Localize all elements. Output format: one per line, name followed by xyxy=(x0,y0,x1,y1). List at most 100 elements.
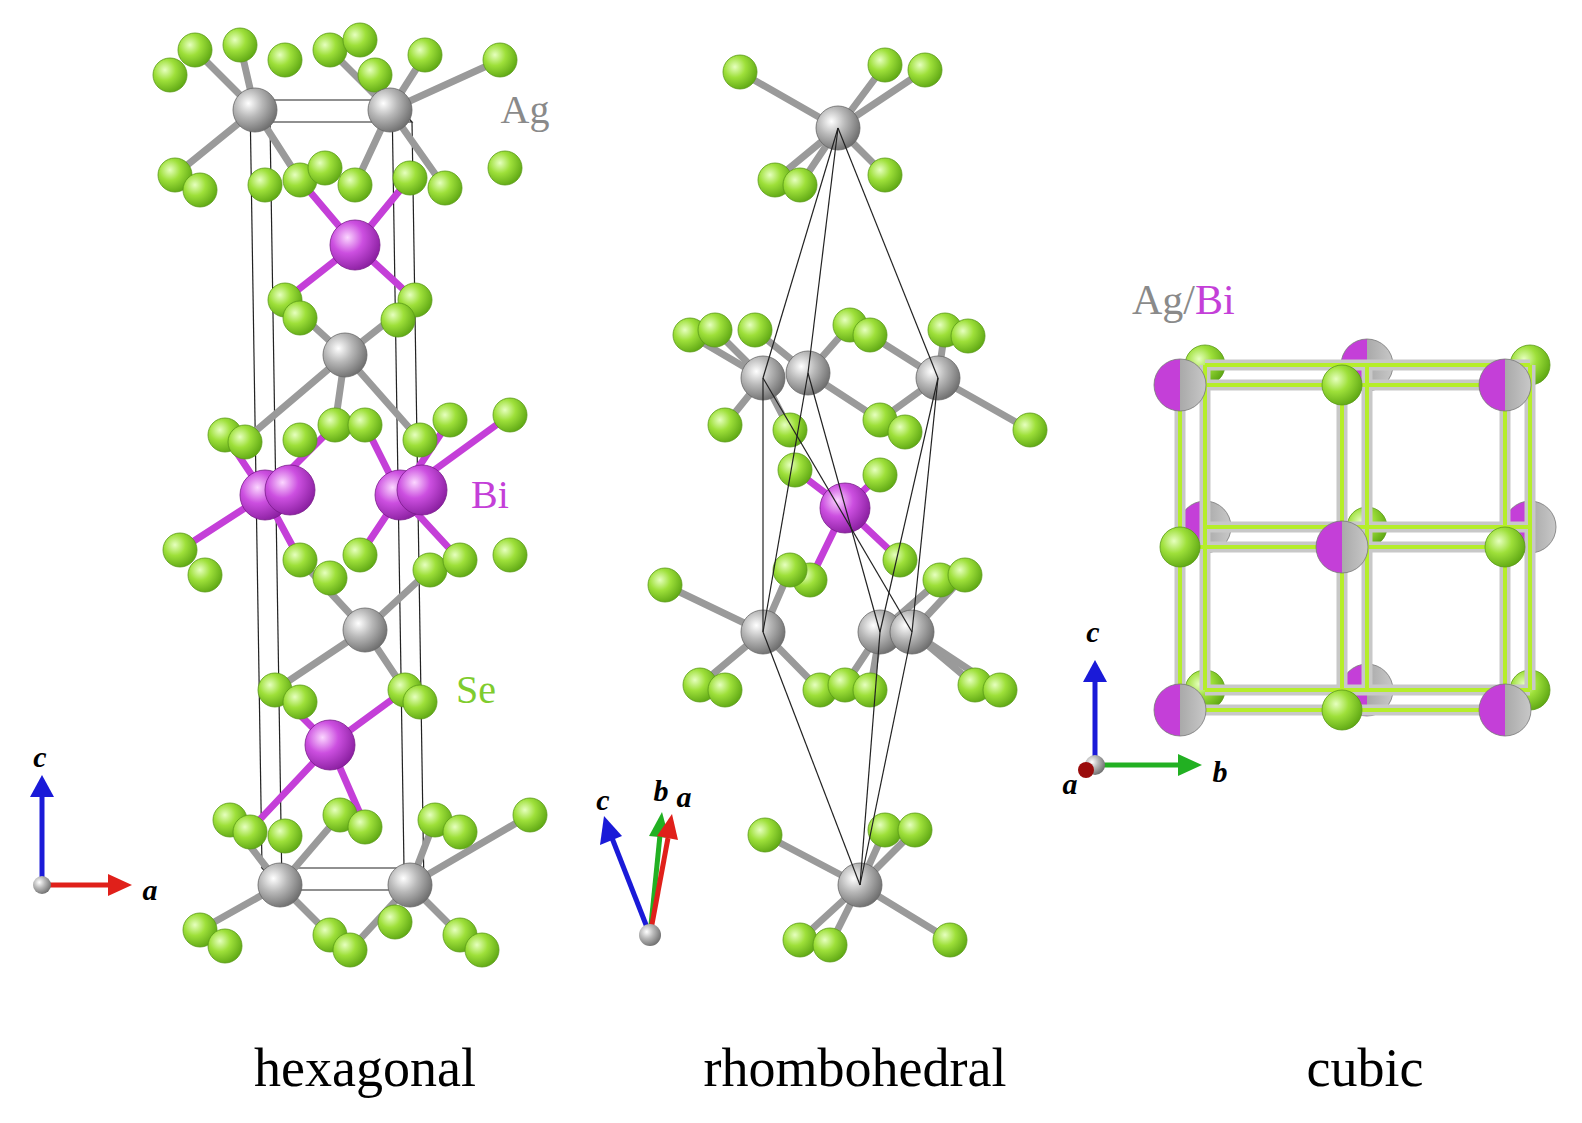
se-atom xyxy=(888,415,922,449)
cubic-rods-part xyxy=(1180,385,1505,710)
se-atom xyxy=(393,161,427,195)
rhombohedral-cell-edges-part xyxy=(808,128,838,373)
se-atom xyxy=(283,543,317,577)
se-atom xyxy=(268,819,302,853)
element-label: Se xyxy=(456,670,496,710)
se-atom xyxy=(708,408,742,442)
rhombohedral-cell-edges-part xyxy=(838,128,938,378)
axis-label: a xyxy=(677,782,692,812)
se2-atom xyxy=(1485,527,1525,567)
se-atom xyxy=(178,33,212,67)
cubic-axes xyxy=(1078,660,1202,778)
se-atom xyxy=(948,558,982,592)
se-atom xyxy=(493,398,527,432)
se-atom xyxy=(493,538,527,572)
se-atom xyxy=(268,43,302,77)
se-atom xyxy=(428,171,462,205)
se-atom xyxy=(378,905,412,939)
structure-caption: cubic xyxy=(1307,1041,1424,1095)
se-atom xyxy=(951,319,985,353)
se-atom xyxy=(308,151,342,185)
se-atom xyxy=(863,458,897,492)
mix-atom xyxy=(1154,359,1206,411)
se-atom xyxy=(283,685,317,719)
rhombohedral-cell-edges-part xyxy=(763,373,808,632)
cubic-axes-part xyxy=(1095,763,1180,768)
se-atom xyxy=(1013,413,1047,447)
se-atom xyxy=(773,413,807,447)
rhombohedral-cell-edges-part xyxy=(880,378,938,632)
se-atom xyxy=(208,929,242,963)
se-atom xyxy=(738,313,772,347)
se-atom xyxy=(483,43,517,77)
se-atom xyxy=(188,558,222,592)
rhombohedral-cell-edges-part xyxy=(763,632,860,885)
rhombohedral-axes-part xyxy=(657,814,678,840)
cubic-axes-part xyxy=(1078,762,1094,778)
se-atom xyxy=(983,673,1017,707)
se-atom xyxy=(163,533,197,567)
se-atom xyxy=(868,158,902,192)
hexagonal-bonds xyxy=(175,45,530,950)
cubic-rods-part xyxy=(1180,365,1530,710)
structure-caption: rhombohedral xyxy=(704,1041,1007,1095)
se-atom xyxy=(348,810,382,844)
ag-atom xyxy=(323,333,367,377)
se-atom xyxy=(783,168,817,202)
se-atom xyxy=(343,23,377,57)
axis-label: c xyxy=(596,785,609,815)
se-atom xyxy=(381,303,415,337)
se-atom xyxy=(313,33,347,67)
rhombohedral-axes-part xyxy=(650,838,668,935)
hexagonal-bonds-part xyxy=(180,178,510,830)
se2-atom xyxy=(1160,527,1200,567)
se-atom xyxy=(783,923,817,957)
se-atom xyxy=(908,53,942,87)
cubic-axes-part xyxy=(1093,680,1098,765)
rhombohedral-cell-edges xyxy=(763,128,938,885)
cubic-front-atoms xyxy=(1154,359,1531,736)
se-atom xyxy=(708,673,742,707)
element-label: Bi xyxy=(471,475,509,515)
se-atom xyxy=(488,151,522,185)
cubic-axes-part xyxy=(1083,660,1107,682)
se2-atom xyxy=(1322,690,1362,730)
se-atom xyxy=(183,173,217,207)
se-atom xyxy=(228,425,262,459)
bi-atom xyxy=(330,220,380,270)
axis-label: a xyxy=(143,875,158,905)
se-atom xyxy=(778,453,812,487)
ag-atom xyxy=(343,608,387,652)
cubic-rods-part xyxy=(1205,365,1530,690)
se-atom xyxy=(333,933,367,967)
se-atom xyxy=(403,685,437,719)
mix-atom xyxy=(1479,684,1531,736)
se-atom xyxy=(748,818,782,852)
mix-atom xyxy=(1479,359,1531,411)
se-atom xyxy=(233,815,267,849)
se-atom xyxy=(248,168,282,202)
se-atom xyxy=(408,38,442,72)
hexagonal-axes-part xyxy=(40,795,45,885)
hexagonal-bonds-part xyxy=(175,45,530,950)
axis-label: c xyxy=(1086,617,1099,647)
se-atom xyxy=(348,408,382,442)
rhombohedral-bonds xyxy=(665,65,1030,945)
rhombohedral-cell-edges-part xyxy=(808,373,880,632)
ag-atom xyxy=(258,863,302,907)
se-atom xyxy=(513,798,547,832)
hexagonal-axes xyxy=(30,775,132,896)
se-atom xyxy=(443,815,477,849)
se-atom xyxy=(853,318,887,352)
rhombohedral-axes-part xyxy=(600,816,622,845)
se-atom xyxy=(465,933,499,967)
ag-atom xyxy=(233,88,277,132)
se-atom xyxy=(853,673,887,707)
se-atom xyxy=(223,28,257,62)
cubic-rods-part xyxy=(1180,365,1530,710)
cubic-back-atoms xyxy=(1179,339,1556,716)
se-atom xyxy=(773,553,807,587)
axis-label: a xyxy=(1063,769,1078,799)
